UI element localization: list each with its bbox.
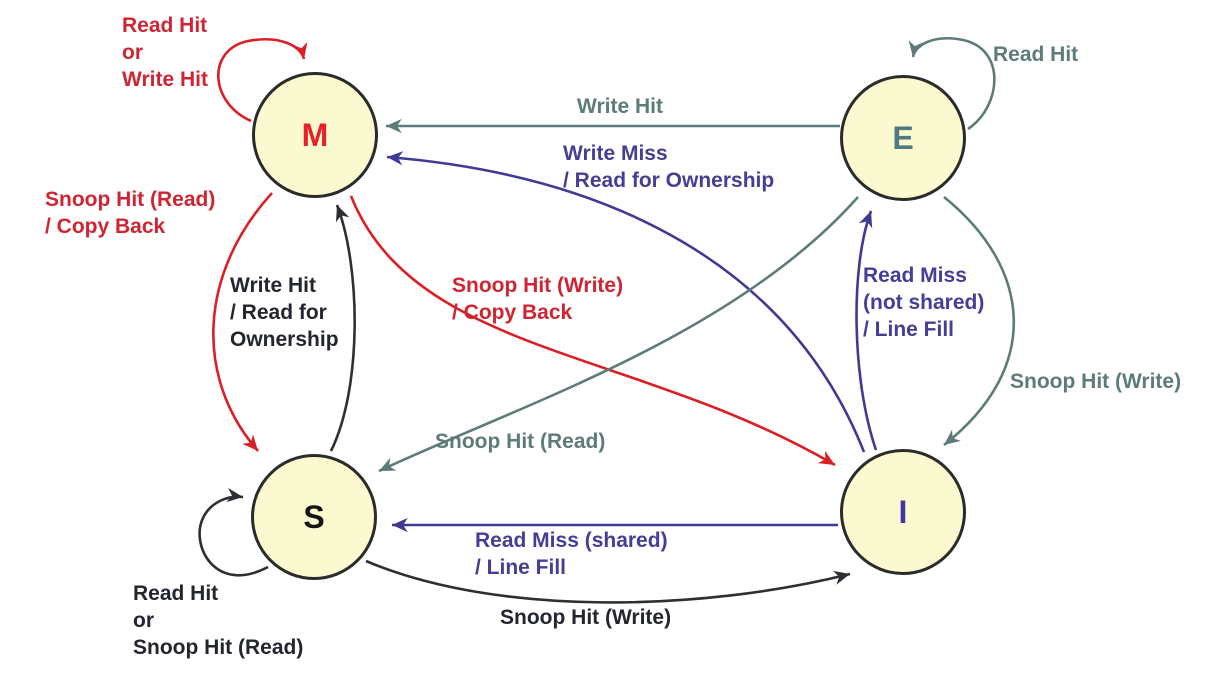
edge-label-m-to-s: Snoop Hit (Read) / Copy Back xyxy=(45,188,216,238)
state-node-shared: S xyxy=(251,454,377,580)
edge-s-to-m xyxy=(329,204,356,452)
edge-label-e-self-loop: Read Hit xyxy=(993,43,1079,66)
state-node-modified: M xyxy=(252,72,378,198)
edge-e-self-loop xyxy=(908,37,996,131)
state-letter-i: I xyxy=(898,494,908,530)
edge-i-to-m xyxy=(386,151,866,453)
edge-label-e-to-m: Write Hit xyxy=(577,95,663,118)
edge-label-s-self-loop: Read Hit or Snoop Hit (Read) xyxy=(133,582,304,659)
edge-m-to-s xyxy=(212,192,273,452)
state-node-invalid: I xyxy=(840,449,966,575)
edge-label-m-to-i: Snoop Hit (Write) / Copy Back xyxy=(452,274,624,324)
edge-label-m-self-loop: Read Hit or Write Hit xyxy=(122,14,208,91)
state-letter-s: S xyxy=(303,499,325,535)
edge-label-e-to-i: Snoop Hit (Write) xyxy=(1010,370,1182,393)
edge-label-i-to-s: Read Miss (shared) / Line Fill xyxy=(475,529,668,579)
state-letter-m: M xyxy=(301,117,329,153)
edge-s-to-i xyxy=(365,559,851,604)
edge-i-to-e xyxy=(855,210,878,451)
edge-label-i-to-m: Write Miss / Read for Ownership xyxy=(563,142,775,192)
edge-label-s-to-i: Snoop Hit (Write) xyxy=(500,606,672,629)
edge-m-to-i xyxy=(349,195,836,467)
edge-m-self-loop xyxy=(217,38,308,123)
edge-s-self-loop xyxy=(198,487,269,577)
state-letter-e: E xyxy=(892,120,914,156)
state-node-exclusive: E xyxy=(840,75,966,201)
edge-e-to-s xyxy=(378,196,859,473)
edge-label-i-to-e: Read Miss (not shared) / Line Fill xyxy=(863,264,985,341)
edge-e-to-i xyxy=(943,195,1016,447)
edge-label-s-to-m: Write Hit / Read for Ownership xyxy=(230,274,339,351)
edge-label-e-to-s: Snoop Hit (Read) xyxy=(435,430,606,453)
